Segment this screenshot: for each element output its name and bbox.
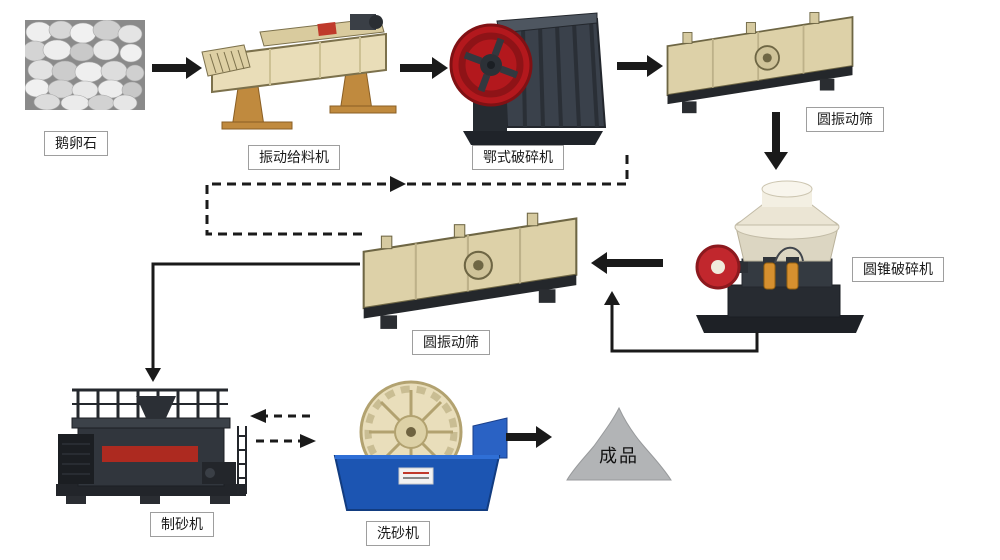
arrow-cone-crusher-to-screen2 bbox=[591, 252, 663, 274]
cone-platform bbox=[696, 315, 864, 333]
label-vibrating-feeder: 振动给料机 bbox=[248, 145, 340, 170]
hydraulic-cylinders bbox=[763, 246, 804, 290]
arrow-pebbles-to-feeder bbox=[152, 57, 202, 79]
jaw-body bbox=[496, 12, 607, 128]
maker-base bbox=[56, 484, 246, 496]
feeder-grizzly bbox=[201, 44, 251, 77]
vibrating-screen-1-illustration bbox=[666, 12, 854, 114]
dashed-arrow-maker-to-washer bbox=[256, 434, 316, 448]
label-jaw-crusher: 鄂式破碎机 bbox=[472, 145, 564, 170]
label-finished-product: 成品 bbox=[599, 446, 639, 466]
label-vibrating-screen-2: 圆振动筛 bbox=[412, 330, 490, 355]
vibrating-feeder-illustration bbox=[201, 14, 397, 130]
arrow-jaw-crusher-to-screen1 bbox=[617, 55, 663, 77]
sand-maker-illustration bbox=[56, 388, 247, 504]
screen-underframe bbox=[667, 66, 853, 114]
label-vibrating-screen-1: 圆振动筛 bbox=[806, 107, 884, 132]
washer-chute bbox=[472, 417, 508, 459]
arrow-washer-to-product bbox=[506, 426, 552, 448]
jaw-base bbox=[463, 131, 603, 145]
maker-railing bbox=[71, 388, 231, 429]
cone-base bbox=[727, 284, 841, 318]
maker-body bbox=[58, 425, 236, 487]
label-cone-crusher: 圆锥破碎机 bbox=[852, 257, 944, 282]
maker-ladder bbox=[237, 426, 247, 494]
maker-hopper bbox=[136, 396, 176, 418]
label-pebbles: 鹅卵石 bbox=[44, 131, 108, 156]
line-screen2-to-sand-maker bbox=[145, 262, 360, 382]
jaw-crusher-illustration bbox=[449, 12, 607, 145]
screen-body bbox=[666, 12, 854, 97]
flywheel bbox=[449, 23, 533, 107]
pebble-stones bbox=[25, 20, 145, 110]
cone-crusher-illustration bbox=[695, 180, 864, 333]
drive-wheel bbox=[695, 244, 741, 290]
feeder-top-frame bbox=[259, 14, 385, 47]
sand-washer-illustration bbox=[333, 380, 508, 511]
arrow-screen1-to-cone-crusher bbox=[764, 112, 788, 170]
label-sand-washer: 洗砂机 bbox=[366, 521, 430, 546]
washer-tank bbox=[333, 455, 501, 511]
pebbles-photo bbox=[25, 20, 145, 110]
feeder-trough bbox=[211, 32, 387, 94]
cone-bowl bbox=[734, 180, 840, 262]
dashed-arrow-washer-to-maker bbox=[250, 409, 310, 423]
finished-product-pile bbox=[566, 406, 672, 481]
vibrating-screen-2-illustration bbox=[362, 212, 578, 329]
label-sand-maker: 制砂机 bbox=[150, 512, 214, 537]
screen-underframe bbox=[363, 274, 577, 329]
arrow-feeder-to-jaw-crusher bbox=[400, 57, 448, 79]
